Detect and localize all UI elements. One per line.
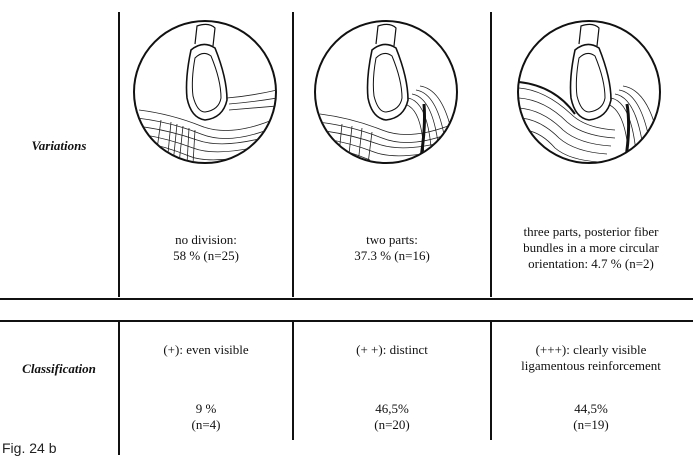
variation-3-line3: orientation: 4.7 % (n=2) (528, 256, 654, 271)
illustration-three-parts (515, 18, 663, 171)
percent-3: 44,5% (574, 401, 608, 416)
row-label-classification: Classification (22, 361, 96, 376)
divider-col-1-top (118, 12, 120, 297)
grade-3-line1: (+++): clearly visible (535, 342, 647, 357)
grade-2-line1: (+ +): distinct (356, 342, 428, 357)
divider-col-2-top (292, 12, 294, 297)
divider-col-1-bottom (118, 320, 120, 455)
variation-3-line2: bundles in a more circular (523, 240, 659, 255)
grade-1-line1: (+): even visible (163, 342, 249, 357)
classification-percent-3: 44,5% (n=19) (492, 401, 690, 433)
classification-grade-3: (+++): clearly visible ligamentous reinf… (492, 342, 690, 374)
count-2: (n=20) (374, 417, 410, 432)
percent-1: 9 % (195, 401, 217, 416)
variation-caption-3: three parts, posterior fiber bundles in … (492, 224, 690, 272)
variation-caption-1: no division: 58 % (n=25) (120, 232, 292, 264)
divider-horizontal-2 (0, 320, 693, 322)
illustration-two-parts (312, 18, 460, 171)
variation-1-line2: 58 % (n=25) (173, 248, 239, 263)
divider-horizontal-1 (0, 298, 693, 300)
classification-grade-1: (+): even visible (120, 342, 292, 358)
variation-3-line1: three parts, posterior fiber (523, 224, 659, 239)
variation-caption-2: two parts: 37.3 % (n=16) (294, 232, 490, 264)
grade-3-line2: ligamentous reinforcement (521, 358, 661, 373)
variation-1-line1: no division: (175, 232, 237, 247)
variation-2-line1: two parts: (366, 232, 418, 247)
classification-grade-2: (+ +): distinct (294, 342, 490, 358)
row-label-variations: Variations (31, 138, 87, 153)
divider-col-3-bottom (490, 320, 492, 440)
divider-col-2-bottom (292, 320, 294, 440)
variation-2-line2: 37.3 % (n=16) (354, 248, 430, 263)
percent-2: 46,5% (375, 401, 409, 416)
classification-percent-1: 9 % (n=4) (120, 401, 292, 433)
figure-label: Fig. 24 b (2, 440, 57, 456)
count-3: (n=19) (573, 417, 609, 432)
illustration-no-division (131, 18, 279, 171)
divider-col-3-top (490, 12, 492, 297)
classification-percent-2: 46,5% (n=20) (294, 401, 490, 433)
count-1: (n=4) (191, 417, 221, 432)
